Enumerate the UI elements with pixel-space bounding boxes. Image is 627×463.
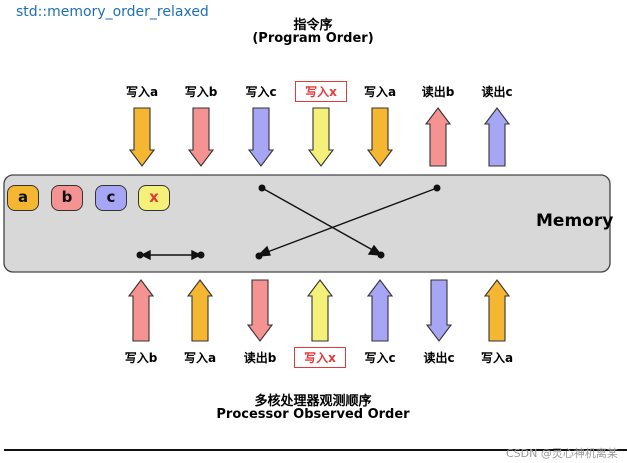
top-op-label-0: 写入a bbox=[125, 85, 159, 99]
op-arrow-up bbox=[306, 279, 334, 342]
top-op-label-1: 写入b bbox=[184, 85, 218, 99]
dot bbox=[377, 251, 385, 259]
cross-line-1-head bbox=[367, 244, 383, 256]
bottom-op-label-4: 写入c bbox=[364, 351, 396, 365]
watermark: CSDN @灵心神机离某 bbox=[506, 447, 618, 460]
top-op-label-2: 写入c bbox=[245, 85, 277, 99]
program-order-title-cn: 指令序 bbox=[293, 18, 333, 33]
op-arrow-down bbox=[247, 107, 275, 167]
observed-order-title-cn: 多核处理器观测顺序 bbox=[254, 394, 372, 409]
memory-label: Memory bbox=[536, 211, 614, 231]
top-op-label-4: 写入a bbox=[363, 85, 397, 99]
memory-chip-a: a bbox=[7, 185, 39, 211]
op-arrow-up bbox=[483, 279, 511, 342]
cross-line-2 bbox=[261, 187, 438, 255]
op-arrow-up bbox=[186, 279, 214, 342]
memory-chip-b: b bbox=[51, 185, 83, 211]
op-arrow-down bbox=[307, 107, 335, 167]
dot bbox=[136, 251, 144, 259]
bottom-op-label-0: 写入b bbox=[124, 351, 158, 365]
dot bbox=[433, 184, 441, 192]
dot bbox=[255, 252, 263, 260]
top-op-label-5: 读出b bbox=[421, 85, 455, 99]
op-arrow-down bbox=[246, 279, 274, 342]
dot bbox=[197, 251, 205, 259]
op-arrow-up bbox=[366, 279, 394, 342]
bottom-op-label-6: 写入a bbox=[480, 351, 514, 365]
top-op-label-3: 写入x bbox=[295, 81, 347, 102]
op-arrow-up bbox=[424, 107, 452, 167]
bottom-op-label-5: 读出c bbox=[423, 351, 455, 365]
bottom-op-label-2: 读出b bbox=[243, 351, 277, 365]
short-line-head-left bbox=[140, 249, 151, 261]
bottom-op-label-3: 写入x bbox=[294, 347, 346, 368]
cross-line-1 bbox=[261, 187, 379, 254]
op-arrow-down bbox=[187, 107, 215, 167]
program-order-title-en: (Program Order) bbox=[252, 31, 374, 46]
op-arrow-down bbox=[366, 107, 394, 167]
memory-chip-x: x bbox=[138, 185, 170, 211]
bottom-op-arrows bbox=[127, 279, 511, 342]
op-arrow-up bbox=[127, 279, 155, 342]
op-arrow-up bbox=[483, 107, 511, 167]
short-line-head-right bbox=[191, 249, 202, 261]
op-arrow-down bbox=[425, 279, 453, 342]
observed-order-title-en: Processor Observed Order bbox=[216, 407, 410, 422]
observation-lines bbox=[136, 184, 441, 261]
page-label: std::memory_order_relaxed bbox=[16, 4, 209, 20]
op-arrow-down bbox=[128, 107, 156, 167]
bottom-op-label-1: 写入a bbox=[183, 351, 217, 365]
memory-chip-c: c bbox=[95, 185, 127, 211]
top-op-arrows bbox=[128, 107, 511, 167]
top-op-label-6: 读出c bbox=[481, 85, 513, 99]
dot bbox=[258, 184, 266, 192]
